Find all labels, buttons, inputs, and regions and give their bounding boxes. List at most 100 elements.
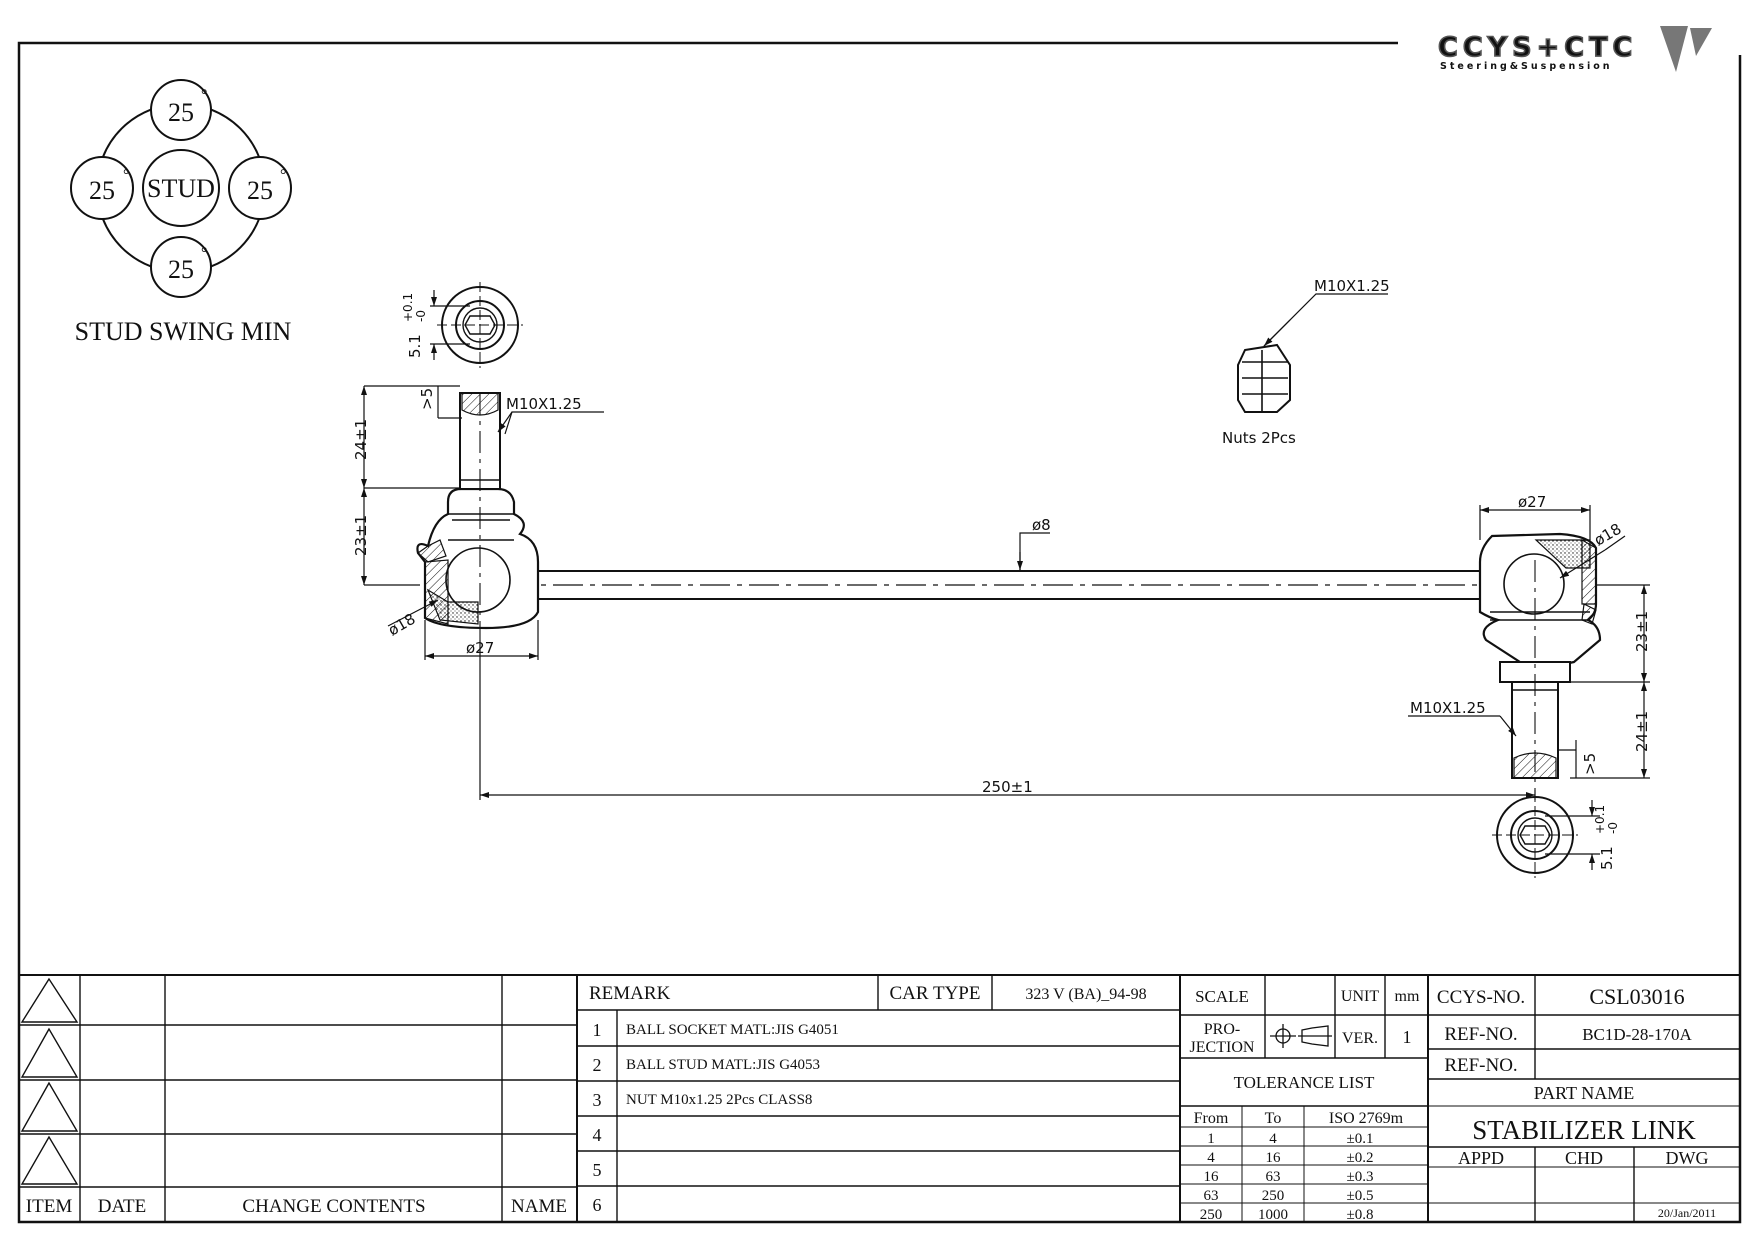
- tol-from-4: 63: [1204, 1188, 1219, 1204]
- ref-no-label-1: REF-NO.: [1444, 1024, 1517, 1045]
- socket-left-label: ø27: [466, 639, 494, 657]
- rod-dia-label: ø8: [1032, 516, 1051, 534]
- hex-left-label: 5.1: [406, 334, 424, 358]
- car-type-label: CAR TYPE: [890, 983, 981, 1004]
- thread-top-label: M10X1.25: [506, 395, 582, 413]
- thread-nut-label: M10X1.25: [1314, 277, 1390, 295]
- degree-mark-right: °: [280, 167, 286, 184]
- part-name-value: STABILIZER LINK: [1472, 1115, 1696, 1145]
- remark-table: REMARK CAR TYPE 323 V (BA)_94-98 1 BALL …: [589, 983, 1147, 1215]
- swing-circle-left: [70, 156, 134, 220]
- tol-from-3: 16: [1204, 1169, 1220, 1185]
- title-block-grid: [19, 974, 1740, 1222]
- unit-label: UNIT: [1341, 988, 1379, 1005]
- remark-no-2: 2: [593, 1055, 602, 1075]
- swing-circle-top: [150, 79, 212, 141]
- swing-angle-left: 25: [89, 176, 115, 205]
- thread-bottom-label: M10X1.25: [1410, 699, 1486, 717]
- degree-mark-bottom: °: [201, 245, 207, 262]
- scale-label: SCALE: [1195, 987, 1249, 1006]
- hex-right-label: 5.1: [1598, 846, 1616, 870]
- right-ball-joint: [1478, 532, 1602, 790]
- projection-label-b: JECTION: [1190, 1039, 1255, 1056]
- hex-left-tol-plus: +0.1: [401, 293, 415, 322]
- appd-label: APPD: [1458, 1148, 1504, 1168]
- unit-value: mm: [1395, 988, 1420, 1005]
- company-logo: CCYS+CTC Steering&Suspension: [1437, 26, 1712, 72]
- tol-header-std: ISO 2769m: [1329, 1110, 1404, 1127]
- ccys-no-label: CCYS-NO.: [1437, 987, 1525, 1008]
- part-name-label: PART NAME: [1534, 1083, 1634, 1103]
- tol-to-1: 4: [1269, 1131, 1277, 1147]
- title-block: CCYS-NO. CSL03016 REF-NO. BC1D-28-170A R…: [1437, 984, 1716, 1220]
- border-frame: [17, 41, 1742, 1224]
- remark-text-2: BALL STUD MATL:JIS G4053: [626, 1057, 820, 1073]
- nut-note: Nuts 2Pcs: [1222, 429, 1296, 447]
- revision-table: ITEM DATE CHANGE CONTENTS NAME: [26, 1196, 567, 1217]
- tol-to-5: 1000: [1258, 1207, 1288, 1223]
- tol-val-3: ±0.3: [1347, 1169, 1374, 1185]
- hex-left-tol-minus: -0: [414, 310, 428, 322]
- tol-val-1: ±0.1: [1347, 1131, 1374, 1147]
- projection-label-a: PRO-: [1204, 1021, 1240, 1038]
- tol-to-3: 63: [1266, 1169, 1281, 1185]
- tol-to-2: 16: [1266, 1150, 1282, 1166]
- stud-length-left: 24±1: [352, 419, 370, 460]
- tol-header-to: To: [1265, 1110, 1282, 1127]
- logo-tagline: Steering&Suspension: [1440, 61, 1613, 72]
- tolerance-title: TOLERANCE LIST: [1234, 1073, 1375, 1092]
- right-end-view: [1492, 792, 1578, 878]
- swing-center-label: STUD: [147, 174, 215, 203]
- tol-to-4: 250: [1262, 1188, 1285, 1204]
- dwg-label: DWG: [1666, 1148, 1709, 1168]
- height-right: 23±1: [1633, 611, 1651, 652]
- spec-block: SCALE UNIT mm PRO- JECTION VER. 1 TOLERA…: [1190, 987, 1420, 1223]
- degree-mark-left: °: [123, 167, 129, 184]
- dimension-texts: M10X1.25 M10X1.25 M10X1.25 Nuts 2Pcs ø8 …: [352, 277, 1651, 870]
- ball-right-label: ø18: [1591, 520, 1624, 550]
- dimension-lines: [361, 290, 1650, 870]
- remark-no-3: 3: [593, 1090, 602, 1110]
- left-end-view: [437, 282, 523, 368]
- swing-angle-top: 25: [168, 98, 194, 127]
- length-main-label: 250±1: [982, 778, 1033, 796]
- header-item: ITEM: [26, 1196, 73, 1217]
- remark-text-3: NUT M10x1.25 2Pcs CLASS8: [626, 1092, 812, 1108]
- projection-symbol-icon: [1270, 1024, 1332, 1048]
- remark-no-4: 4: [593, 1125, 602, 1145]
- ref-no-value-1: BC1D-28-170A: [1582, 1025, 1692, 1044]
- ref-no-label-2: REF-NO.: [1444, 1055, 1517, 1076]
- remark-no-5: 5: [593, 1160, 602, 1180]
- logo-mark-icon: [1660, 26, 1712, 72]
- swing-angle-bottom: 25: [168, 255, 194, 284]
- chd-label: CHD: [1565, 1148, 1603, 1168]
- swing-caption: STUD SWING MIN: [75, 317, 292, 346]
- tol-from-5: 250: [1200, 1207, 1223, 1223]
- nut-view: [1237, 343, 1291, 413]
- remark-no-1: 1: [593, 1020, 602, 1040]
- hex-right-tol-minus: -0: [1606, 822, 1620, 834]
- swing-labels: STUD 25 25 25 25 ° ° ° ° STUD SWING MIN: [75, 87, 292, 346]
- remark-no-6: 6: [593, 1195, 602, 1215]
- revision-triangles: [20, 977, 79, 1185]
- header-contents: CHANGE CONTENTS: [242, 1196, 425, 1217]
- tol-from-2: 4: [1207, 1150, 1215, 1166]
- tol-header-from: From: [1194, 1110, 1229, 1127]
- tol-val-2: ±0.2: [1347, 1150, 1374, 1166]
- height-left: 23±1: [352, 515, 370, 556]
- degree-mark-top: °: [201, 87, 207, 104]
- left-ball-joint: [416, 392, 540, 640]
- tol-from-1: 1: [1207, 1131, 1215, 1147]
- gt5-right: >5: [1581, 753, 1599, 775]
- car-type-value: 323 V (BA)_94-98: [1025, 986, 1146, 1003]
- swing-circle-center: [142, 149, 220, 227]
- remark-label: REMARK: [589, 983, 671, 1004]
- swing-angle-right: 25: [247, 176, 273, 205]
- stud-swing-diagram: [70, 79, 292, 298]
- stud-length-right: 24±1: [1633, 711, 1651, 752]
- version-label: VER.: [1342, 1030, 1378, 1047]
- logo-brand: CCYS+CTC: [1438, 32, 1637, 63]
- tol-val-5: ±0.8: [1347, 1207, 1374, 1223]
- header-date: DATE: [98, 1196, 147, 1217]
